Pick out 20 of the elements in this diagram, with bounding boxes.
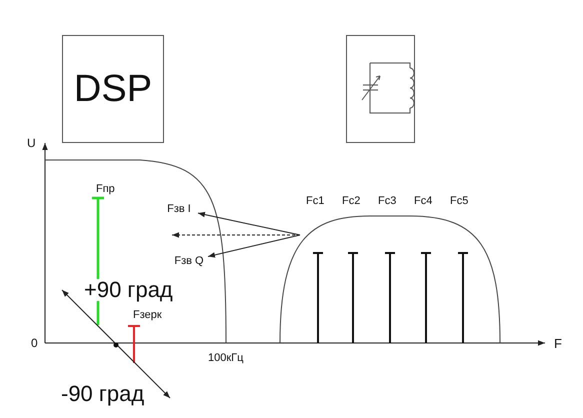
- label: Fзерк: [133, 310, 162, 321]
- label: F: [554, 337, 562, 350]
- label: 100кГц: [208, 353, 244, 364]
- dsp-box: [62, 35, 164, 143]
- label: Fпр: [96, 184, 115, 195]
- label: Fc1: [306, 196, 324, 207]
- label: U: [27, 137, 36, 149]
- label: 0: [31, 337, 38, 349]
- label: +90 град: [84, 279, 173, 301]
- arrow: [208, 234, 300, 258]
- arrow: [198, 212, 300, 236]
- frame-box: [346, 35, 415, 143]
- label: Fc2: [342, 196, 360, 207]
- signal-label: Fзв Q: [174, 255, 204, 267]
- label: -90 град: [61, 383, 144, 405]
- label: Fc4: [414, 196, 432, 207]
- signal-label: Fзв I: [167, 203, 191, 215]
- label: Fc3: [378, 196, 396, 207]
- label: Fc5: [450, 196, 468, 207]
- node-text: DSP: [74, 68, 152, 110]
